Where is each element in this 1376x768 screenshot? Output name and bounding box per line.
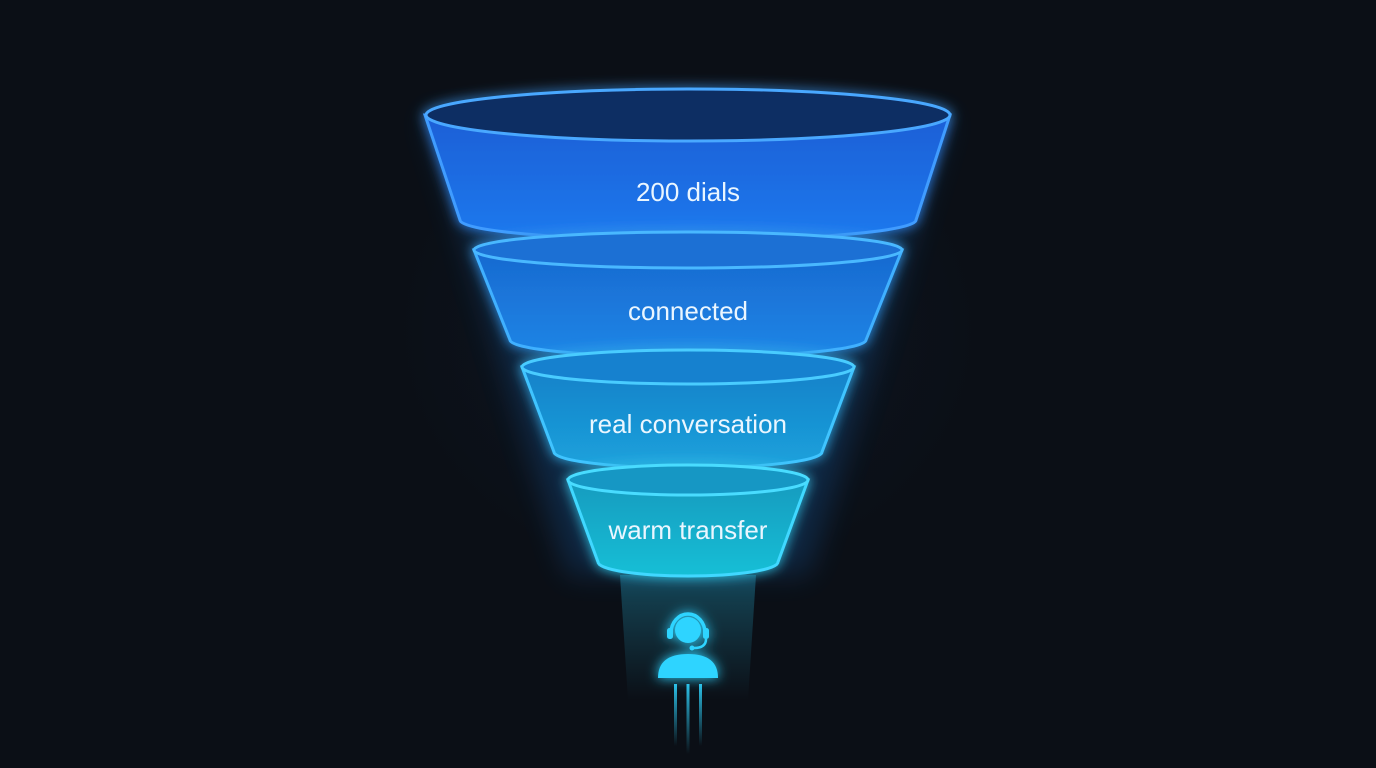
stage-label-3: real conversation — [589, 409, 787, 439]
funnel-stage-1 — [422, 87, 953, 242]
funnel-stage-4 — [565, 463, 811, 578]
stage-label-1: 200 dials — [636, 177, 740, 207]
stage-label-2: connected — [628, 296, 748, 326]
call-agent-headset-icon — [658, 612, 718, 678]
funnel-stage-2 — [471, 230, 905, 359]
stage-label-4: warm transfer — [608, 515, 768, 545]
motion-trails — [674, 684, 702, 754]
